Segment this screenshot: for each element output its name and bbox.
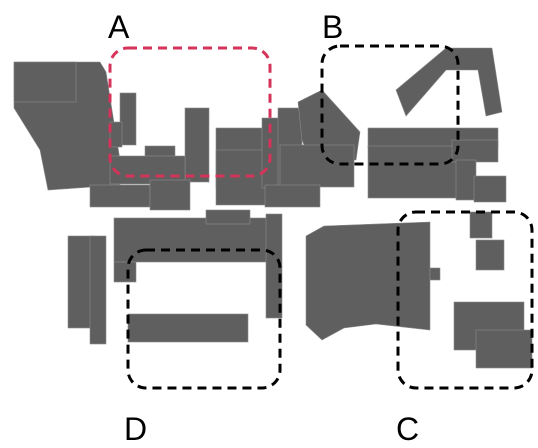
building <box>264 184 321 208</box>
building <box>109 155 186 185</box>
building <box>367 145 469 199</box>
building <box>205 209 251 225</box>
building <box>149 179 191 211</box>
building <box>469 211 493 239</box>
region-c-outline <box>396 210 534 390</box>
region-overlays: A B C D <box>108 9 534 447</box>
region-a-outline <box>108 46 272 178</box>
region-a-label: A <box>108 9 130 45</box>
building <box>113 217 281 263</box>
building <box>89 235 107 345</box>
region-d-outline <box>126 248 282 390</box>
building <box>429 267 441 281</box>
region-b-label: B <box>322 9 343 45</box>
building <box>109 121 123 148</box>
building <box>279 144 355 188</box>
building <box>89 184 151 208</box>
building <box>265 213 283 319</box>
building <box>119 92 137 146</box>
building <box>451 139 499 163</box>
building <box>113 261 137 283</box>
buildings-layer <box>13 47 533 369</box>
building <box>475 239 505 271</box>
region-c-label: C <box>396 411 419 447</box>
building <box>475 329 533 369</box>
building <box>395 47 503 117</box>
region-d-label: D <box>124 411 147 447</box>
building <box>455 159 477 201</box>
building <box>13 61 77 103</box>
building <box>67 235 95 329</box>
building <box>127 313 249 343</box>
building <box>184 107 210 183</box>
building <box>305 221 431 341</box>
building <box>473 175 507 203</box>
region-b-outline <box>320 44 460 166</box>
